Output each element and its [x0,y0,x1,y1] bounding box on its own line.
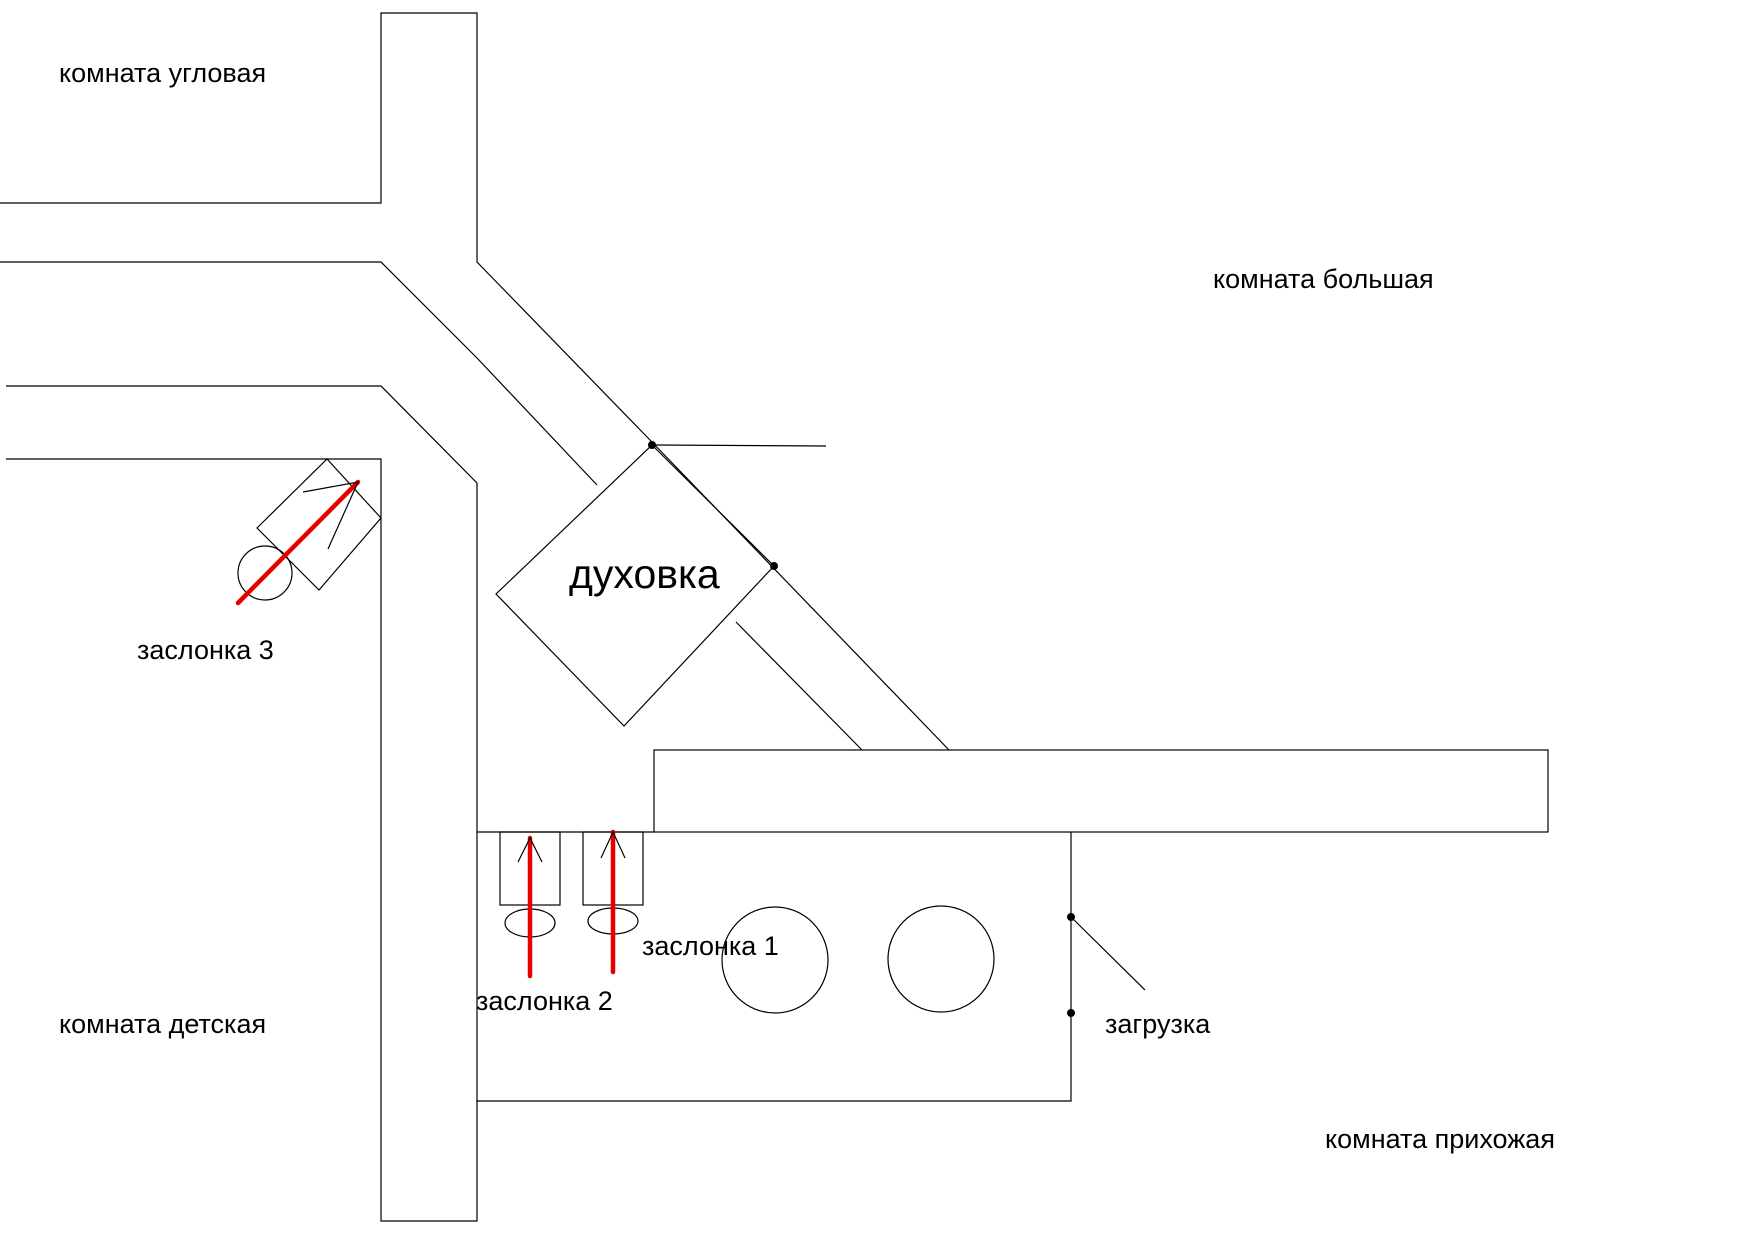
burner-left [721,906,829,1014]
room-large-label: комната большая [1213,264,1434,294]
damper-3-mechanism [235,458,382,606]
stove-body [476,832,1146,1102]
vertical-flue-channel [0,12,950,1222]
room-hallway-label: комната прихожая [1325,1124,1555,1154]
damper-2-label: заслонка 2 [476,986,613,1016]
oven-block [495,441,863,751]
loading-label: загрузка [1105,1009,1211,1039]
damper-3-label: заслонка 3 [137,635,274,665]
damper-1-mechanism [582,829,644,975]
burner-right [887,905,995,1013]
damper-1-label: заслонка 1 [642,931,779,961]
damper-2-mechanism [499,831,561,979]
horizontal-duct [653,749,1549,833]
oven-label: духовка [569,551,720,597]
room-kids-label: комната детская [59,1009,266,1039]
room-corner-label: комната угловая [59,58,266,88]
